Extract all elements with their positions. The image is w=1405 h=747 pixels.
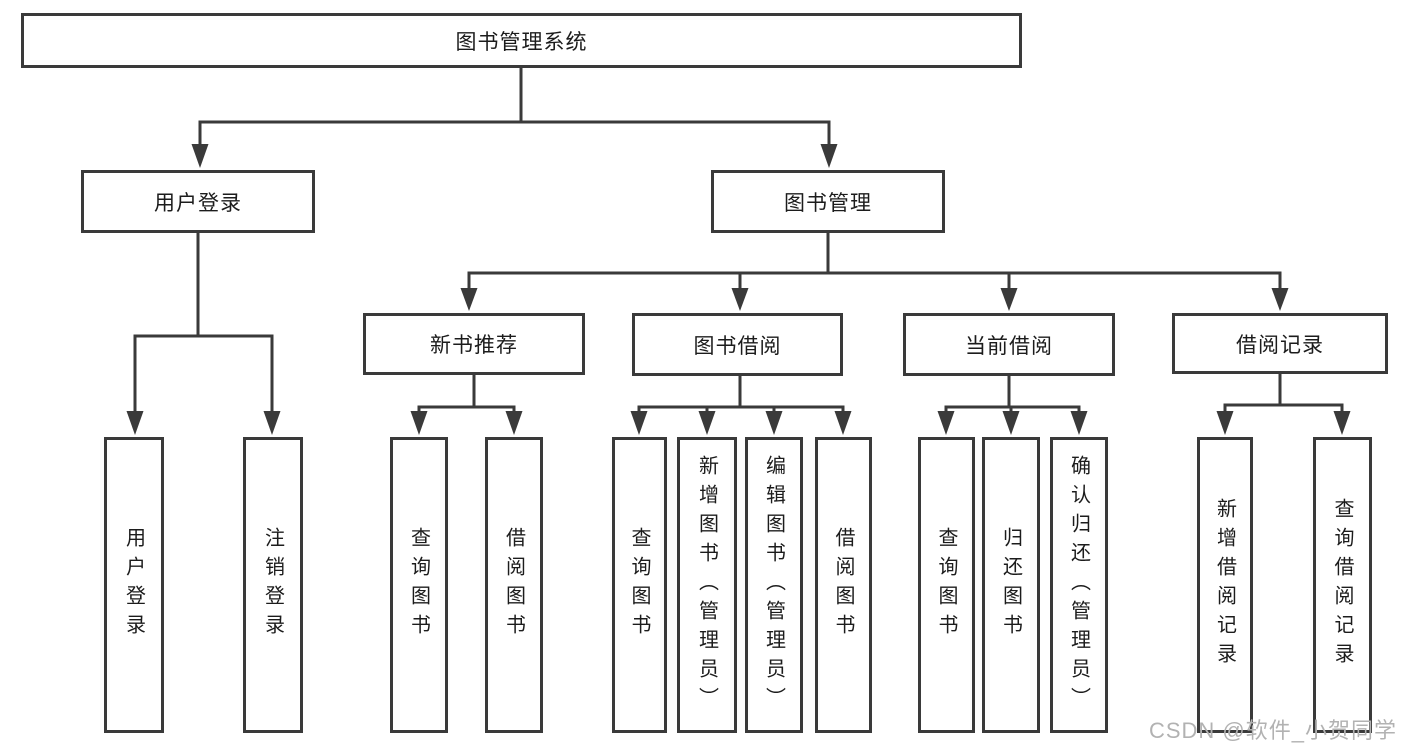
edge-new-book-recommendation-children: [410, 374, 523, 435]
leaf-borrow-books-recommend: 借阅图书: [485, 437, 543, 733]
leaf-query-books-borrowing: 查询图书: [612, 437, 667, 733]
node-root: 图书管理系统: [21, 13, 1022, 68]
edge-user-login-children: [126, 231, 281, 435]
node-current-borrowing: 当前借阅: [903, 313, 1115, 376]
leaf-add-borrow-record: 新增借阅记录: [1197, 437, 1253, 733]
csdn-watermark: CSDN @软件_小贺同学: [1148, 718, 1397, 743]
leaf-logout: 注销登录: [243, 437, 303, 733]
leaf-confirm-return-admin: 确认归还（管理员）: [1050, 437, 1108, 733]
edge-current-borrowing-children: [937, 374, 1088, 435]
leaf-user-login: 用户登录: [104, 437, 164, 733]
leaf-borrow-books: 借阅图书: [815, 437, 872, 733]
node-user-login: 用户登录: [81, 170, 315, 233]
leaf-query-borrow-record: 查询借阅记录: [1313, 437, 1372, 733]
leaf-query-books-current: 查询图书: [918, 437, 975, 733]
leaf-return-books: 归还图书: [982, 437, 1040, 733]
edge-book-borrowing-children: [630, 374, 852, 435]
leaf-edit-book-admin: 编辑图书（管理员）: [745, 437, 803, 733]
leaf-add-book-admin: 新增图书（管理员）: [677, 437, 737, 733]
node-new-book-recommendation: 新书推荐: [363, 313, 585, 375]
edge-borrowing-records-children: [1216, 372, 1351, 435]
node-book-borrowing: 图书借阅: [632, 313, 843, 376]
node-book-management: 图书管理: [711, 170, 945, 233]
edge-root-to-level2: [191, 66, 838, 168]
leaf-query-books-recommend: 查询图书: [390, 437, 448, 733]
node-borrowing-records: 借阅记录: [1172, 313, 1388, 374]
edge-book-management-sections: [460, 231, 1289, 311]
